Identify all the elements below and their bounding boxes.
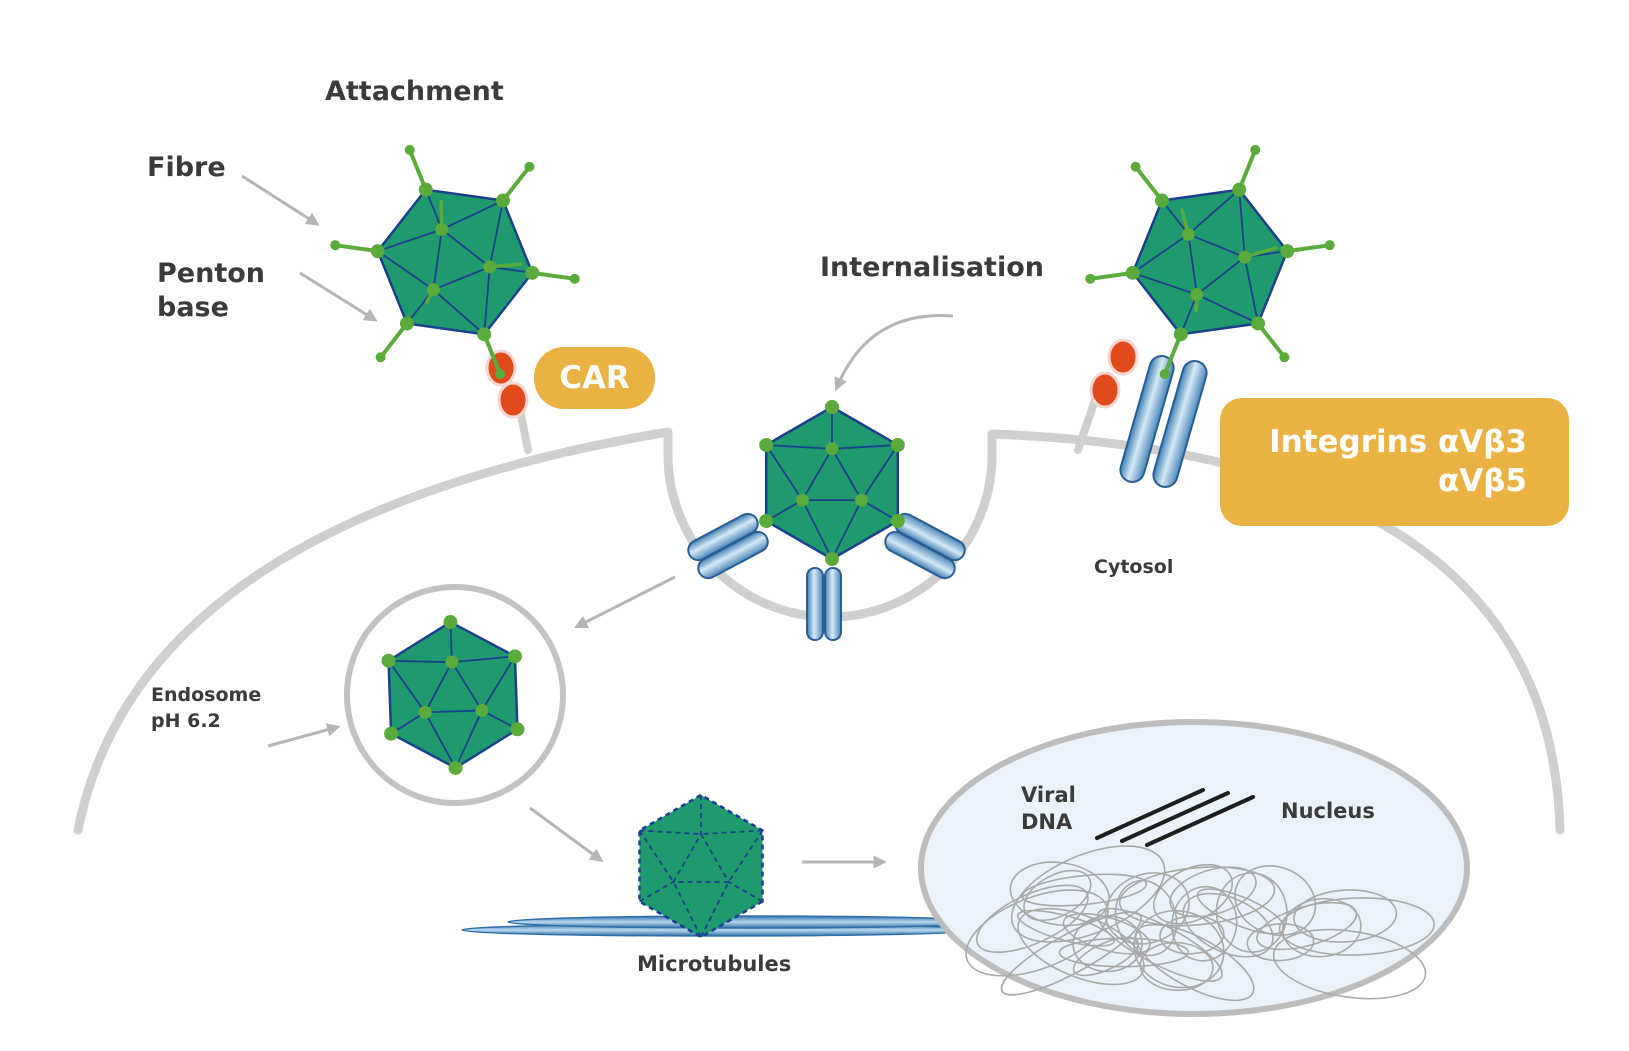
internalising-virus bbox=[759, 400, 905, 566]
penton-arrow bbox=[299, 271, 378, 322]
car-receptor-label: CAR bbox=[534, 347, 655, 409]
endosome-label-arrow bbox=[267, 723, 341, 748]
viral-dna-label-line1: Viral bbox=[1021, 783, 1076, 807]
endosome-label-line2: pH 6.2 bbox=[151, 710, 221, 732]
chromatin bbox=[965, 845, 1435, 1002]
integrin-pit-right bbox=[884, 512, 966, 580]
integrins-label: Integrins αVβ3 αVβ5 bbox=[1220, 398, 1569, 526]
integrin-pit-left bbox=[687, 512, 769, 580]
attached-virus-car bbox=[330, 144, 580, 380]
internalisation-arrow bbox=[834, 314, 954, 392]
fibre-arrow bbox=[241, 174, 320, 226]
from-endosome-arrow bbox=[529, 806, 604, 862]
endosome-label-line1: Endosome bbox=[151, 684, 262, 706]
fibre-label: Fibre bbox=[147, 152, 226, 183]
microtubules-label: Microtubules bbox=[637, 952, 792, 976]
integrins-label-line2: αVβ5 bbox=[1437, 463, 1527, 499]
attachment-label: Attachment bbox=[325, 76, 504, 107]
integrin-pit-bottom bbox=[806, 567, 842, 641]
penton-base-label-line2: base bbox=[157, 292, 229, 323]
to-endosome-arrow bbox=[573, 575, 676, 629]
endosomal-virus bbox=[381, 615, 525, 775]
microtubules bbox=[461, 915, 989, 937]
attached-virus-integrin bbox=[1085, 144, 1335, 380]
integrin-receptor bbox=[1119, 355, 1208, 488]
internalisation-label: Internalisation bbox=[820, 252, 1044, 283]
cytosol-label: Cytosol bbox=[1094, 556, 1174, 578]
nucleus-label: Nucleus bbox=[1281, 799, 1375, 823]
viral-dna-label-line2: DNA bbox=[1021, 810, 1073, 834]
penton-base-label-line1: Penton bbox=[157, 258, 265, 289]
dissociating-virus bbox=[638, 793, 764, 939]
viral-dna bbox=[1095, 788, 1255, 847]
integrins-label-line1: Integrins αVβ3 bbox=[1269, 424, 1527, 461]
car-receptor bbox=[485, 349, 532, 454]
car-receptor-right bbox=[1074, 338, 1139, 454]
car-label-text: CAR bbox=[559, 360, 630, 396]
